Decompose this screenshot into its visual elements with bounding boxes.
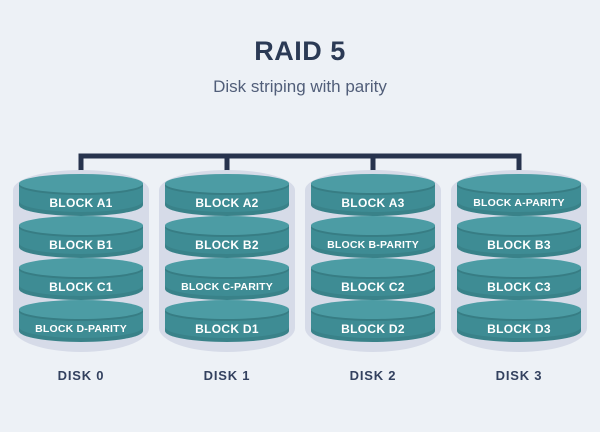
page-title: RAID 5 — [254, 36, 346, 66]
block-label: BLOCK C3 — [487, 279, 551, 294]
disk-block: BLOCK D-PARITY — [19, 300, 143, 342]
block-label: BLOCK C-PARITY — [181, 280, 273, 293]
disk-0-label: DISK 0 — [57, 368, 105, 383]
block-label: BLOCK C2 — [341, 279, 405, 294]
disk-1: BLOCK A2 BLOCK B2 BLOCK C-PARITY BLOCK D… — [159, 170, 295, 383]
block-label: BLOCK A3 — [341, 195, 405, 210]
disk-block: BLOCK B3 — [457, 216, 581, 258]
disk-block: BLOCK D2 — [311, 300, 435, 342]
disk-block: BLOCK C1 — [19, 258, 143, 300]
disk-block: BLOCK A2 — [165, 174, 289, 216]
disk-1-label: DISK 1 — [203, 368, 251, 383]
block-label: BLOCK C1 — [49, 279, 113, 294]
diagram-header: RAID 5 Disk striping with parity — [0, 36, 600, 97]
disks-row: BLOCK A1 BLOCK B1 BLOCK C1 BLOCK D-PARIT… — [0, 170, 600, 383]
disk-3-cylinder-stack: BLOCK A-PARITY BLOCK B3 BLOCK C3 BLOCK D… — [451, 170, 587, 352]
disk-block: BLOCK A3 — [311, 174, 435, 216]
disk-2-cylinder-stack: BLOCK A3 BLOCK B-PARITY BLOCK C2 BLOCK D… — [305, 170, 441, 352]
disk-block: BLOCK C2 — [311, 258, 435, 300]
block-label: BLOCK B2 — [195, 237, 259, 252]
disk-block: BLOCK A1 — [19, 174, 143, 216]
disk-2-label: DISK 2 — [349, 368, 397, 383]
block-label: BLOCK A1 — [49, 195, 113, 210]
block-label: BLOCK D1 — [195, 321, 259, 336]
block-label: BLOCK A2 — [195, 195, 259, 210]
disk-2: BLOCK A3 BLOCK B-PARITY BLOCK C2 BLOCK D… — [305, 170, 441, 383]
disk-0: BLOCK A1 BLOCK B1 BLOCK C1 BLOCK D-PARIT… — [13, 170, 149, 383]
disk-block: BLOCK C-PARITY — [165, 258, 289, 300]
disk-block: BLOCK A-PARITY — [457, 174, 581, 216]
disk-3: BLOCK A-PARITY BLOCK B3 BLOCK C3 BLOCK D… — [451, 170, 587, 383]
disk-1-cylinder-stack: BLOCK A2 BLOCK B2 BLOCK C-PARITY BLOCK D… — [159, 170, 295, 352]
block-label: BLOCK B-PARITY — [327, 238, 419, 251]
disk-block: BLOCK C3 — [457, 258, 581, 300]
disk-block: BLOCK B-PARITY — [311, 216, 435, 258]
block-label: BLOCK D-PARITY — [35, 322, 127, 335]
disk-block: BLOCK B2 — [165, 216, 289, 258]
block-label: BLOCK B1 — [49, 237, 113, 252]
disk-block: BLOCK D1 — [165, 300, 289, 342]
block-label: BLOCK A-PARITY — [473, 196, 565, 209]
block-label: BLOCK D2 — [341, 321, 405, 336]
disk-3-label: DISK 3 — [495, 368, 543, 383]
page-subtitle: Disk striping with parity — [213, 77, 387, 96]
block-label: BLOCK D3 — [487, 321, 551, 336]
block-label: BLOCK B3 — [487, 237, 551, 252]
disk-block: BLOCK D3 — [457, 300, 581, 342]
disk-block: BLOCK B1 — [19, 216, 143, 258]
disk-0-cylinder-stack: BLOCK A1 BLOCK B1 BLOCK C1 BLOCK D-PARIT… — [13, 170, 149, 352]
